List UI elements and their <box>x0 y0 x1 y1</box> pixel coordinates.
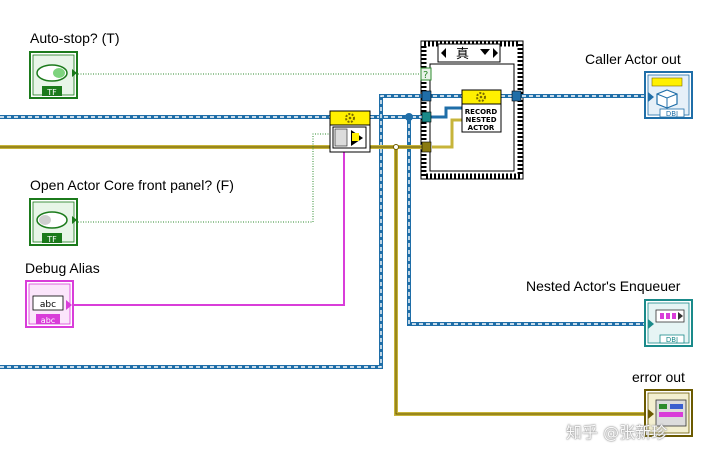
caller-actor-out-label: Caller Actor out <box>585 51 681 67</box>
class-tunnel[interactable] <box>421 111 432 123</box>
record-nested-actor-node[interactable]: RECORD NESTED ACTOR <box>461 89 502 133</box>
case-selector-terminal[interactable]: ? <box>420 67 432 81</box>
case-selector[interactable]: 真 <box>437 43 501 63</box>
wire-junction <box>405 113 413 121</box>
open-front-panel-label: Open Actor Core front panel? (F) <box>30 177 234 193</box>
caller-actor-out-terminal[interactable]: DBJ <box>644 71 693 119</box>
svg-text:RECORD: RECORD <box>465 108 498 116</box>
auto-stop-label: Auto-stop? (T) <box>30 30 120 46</box>
launch-actor-node[interactable] <box>329 110 371 153</box>
class-tunnel[interactable] <box>421 90 432 102</box>
svg-text:DBJ: DBJ <box>666 110 678 118</box>
nested-enqueuer-label: Nested Actor's Enqueuer <box>526 278 681 294</box>
svg-text:abc: abc <box>40 300 56 310</box>
wire-junction <box>393 144 399 150</box>
class-wires <box>0 94 646 369</box>
error-out-label: error out <box>632 369 685 385</box>
svg-text:TF: TF <box>46 88 57 97</box>
debug-alias-terminal[interactable]: abc abc <box>25 280 74 328</box>
svg-text:?: ? <box>423 70 428 81</box>
queue-icon <box>655 309 685 323</box>
gear-icon <box>345 113 355 123</box>
svg-text:ACTOR: ACTOR <box>468 124 495 132</box>
case-selector-label: 真 <box>456 47 469 62</box>
error-cluster-icon <box>655 399 687 427</box>
svg-text:NESTED: NESTED <box>465 116 496 124</box>
watermark: 知乎 @张新珍 <box>566 423 668 442</box>
cube-icon <box>656 89 678 109</box>
gear-icon <box>476 92 486 102</box>
boolean-wires <box>78 73 424 223</box>
svg-text:abc: abc <box>41 316 55 325</box>
auto-stop-terminal[interactable]: TF <box>29 51 78 99</box>
svg-text:TF: TF <box>46 235 57 244</box>
string-wire <box>74 151 345 306</box>
nested-enqueuer-terminal[interactable]: DBJ <box>644 299 693 347</box>
error-tunnel[interactable] <box>421 141 432 153</box>
output-tunnel[interactable] <box>511 90 522 102</box>
debug-alias-label: Debug Alias <box>25 260 100 276</box>
svg-text:DBJ: DBJ <box>666 336 678 344</box>
error-out-terminal[interactable] <box>644 389 693 437</box>
open-front-panel-terminal[interactable]: TF <box>29 198 78 246</box>
